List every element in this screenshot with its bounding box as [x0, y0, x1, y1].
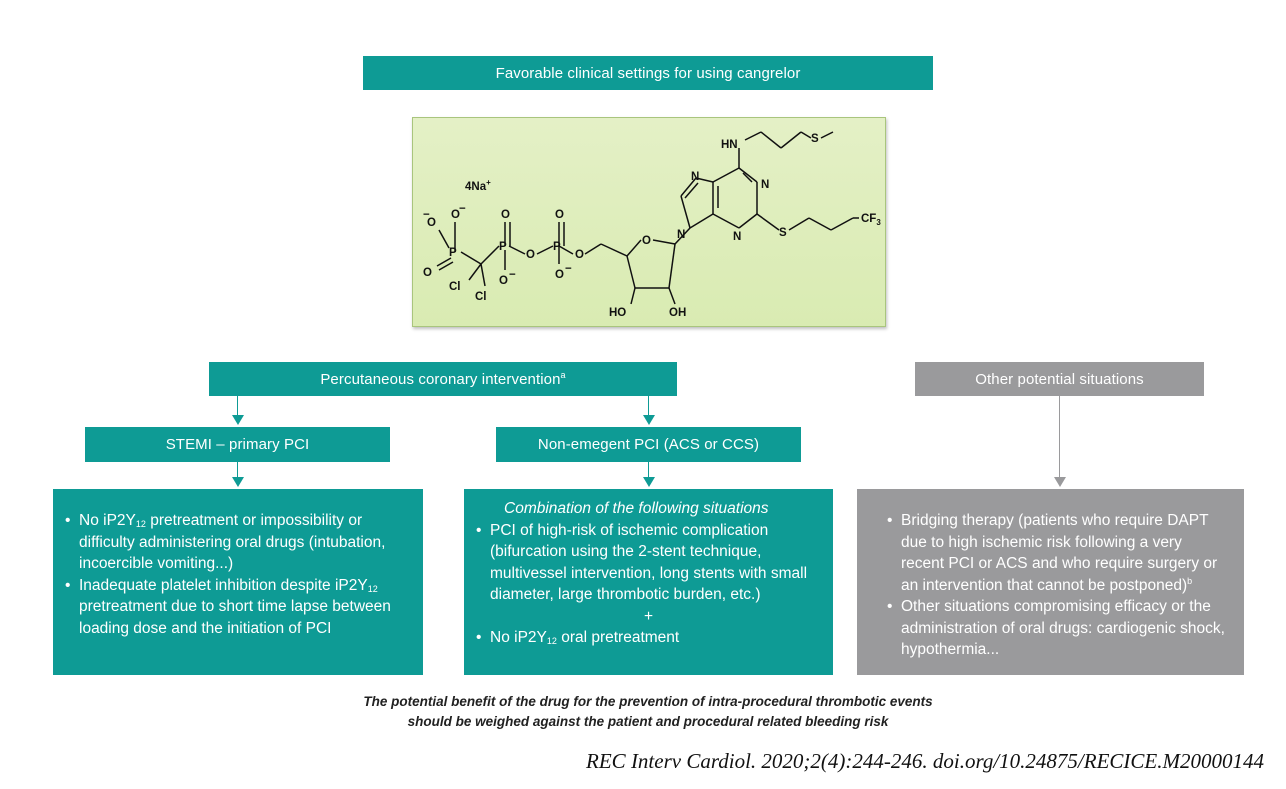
arrow-pci-to-stemi — [237, 396, 238, 417]
atom-n1: N — [761, 179, 769, 191]
other-bullet-2: Other situations compromising efficacy o… — [885, 596, 1226, 661]
arrow-pci-to-nonemergent — [648, 396, 649, 417]
atom-o-p2-minus: O — [499, 275, 508, 287]
footer-note-line-1: The potential benefit of the drug for th… — [363, 694, 933, 709]
atom-s-thioether: S — [779, 227, 787, 239]
charge-p1-top: − — [459, 203, 466, 215]
charge-p3: − — [565, 263, 572, 275]
arrowhead-stemi-content — [232, 477, 244, 487]
footer-note-line-2: should be weighed against the patient an… — [407, 714, 889, 729]
nonemergent-box: Non-emegent PCI (ACS or CCS) — [496, 427, 801, 462]
pci-box: Percutaneous coronary interventiona — [209, 362, 677, 396]
charge-p2: − — [509, 269, 516, 281]
nonemergent-bullet-list-2: No iP2Y12 oral pretreatment — [474, 627, 823, 649]
arrow-stemi-to-content — [237, 462, 238, 479]
stemi-bullet-list: No iP2Y12 pretreatment or impossibility … — [63, 510, 413, 639]
stemi-bullet-1: No iP2Y12 pretreatment or impossibility … — [63, 510, 413, 575]
stemi-bullet-2: Inadequate platelet inhibition despite i… — [63, 575, 413, 640]
arrow-nonemergent-to-content — [648, 462, 649, 479]
other-content-box: Bridging therapy (patients who require D… — [857, 489, 1244, 675]
atom-o-ribose: O — [642, 235, 651, 247]
atom-o-bridge: O — [526, 249, 535, 261]
atom-o-p1-top: O — [451, 209, 460, 221]
atom-o-p2-double: O — [501, 209, 510, 221]
other-bullet-list: Bridging therapy (patients who require D… — [885, 510, 1226, 661]
nonemergent-bullet-list: PCI of high-risk of ischemic complicatio… — [474, 520, 823, 606]
arrowhead-nonemergent — [643, 415, 655, 425]
atom-p2: P — [499, 241, 507, 253]
pci-label: Percutaneous coronary interventiona — [320, 369, 566, 388]
stemi-box: STEMI – primary PCI — [85, 427, 390, 462]
cangrelor-molecule-drawing: 4Na+ HN S N N N N S CF3 O HO OH O P O O … — [423, 131, 881, 319]
nonemergent-label: Non-emegent PCI (ACS or CCS) — [537, 436, 760, 453]
atom-o-p1-left: O — [427, 217, 436, 229]
atom-p3: P — [553, 241, 561, 253]
atom-o-p3-minus: O — [555, 269, 564, 281]
arrowhead-stemi — [232, 415, 244, 425]
atom-n3: N — [733, 231, 741, 243]
nonemergent-content-box: Combination of the following situations … — [464, 489, 833, 675]
citation: REC Interv Cardiol. 2020;2(4):244-246. d… — [586, 749, 1264, 773]
cangrelor-structure: 4Na+ HN S N N N N S CF3 O HO OH O P O O … — [412, 117, 886, 327]
charge-p1-left: − — [423, 209, 430, 221]
nonemergent-intro: Combination of the following situations — [504, 500, 769, 517]
atom-o-ester: O — [575, 249, 584, 261]
other-situations-box: Other potential situations — [915, 362, 1204, 396]
title-text: Favorable clinical settings for using ca… — [495, 64, 801, 82]
arrowhead-nonemergent-content — [643, 477, 655, 487]
stemi-content-box: No iP2Y12 pretreatment or impossibility … — [53, 489, 423, 675]
other-bullet-1: Bridging therapy (patients who require D… — [885, 510, 1226, 596]
atom-s-methylthio: S — [811, 133, 819, 145]
atom-ho: HO — [609, 307, 626, 319]
arrow-other-to-content — [1059, 396, 1060, 479]
atom-o-p1-double: O — [423, 267, 432, 279]
atom-n7: N — [691, 171, 699, 183]
nonemergent-bullet-2: No iP2Y12 oral pretreatment — [474, 627, 823, 649]
atom-hn: HN — [721, 139, 738, 151]
atom-oh: OH — [669, 307, 686, 319]
counterion-label: 4Na+ — [465, 178, 491, 193]
atom-cl-1: Cl — [449, 281, 461, 293]
other-situations-label: Other potential situations — [975, 370, 1144, 388]
nonemergent-bullet-1: PCI of high-risk of ischemic complicatio… — [474, 520, 823, 606]
atom-p1: P — [449, 247, 457, 259]
title-box: Favorable clinical settings for using ca… — [363, 56, 933, 90]
stemi-label: STEMI – primary PCI — [165, 436, 310, 453]
atom-o-p3-double: O — [555, 209, 564, 221]
atom-cf3: CF3 — [861, 213, 881, 227]
nonemergent-plus: + — [643, 607, 654, 625]
atom-cl-2: Cl — [475, 291, 487, 303]
atom-n9: N — [677, 229, 685, 241]
arrowhead-other-content — [1054, 477, 1066, 487]
